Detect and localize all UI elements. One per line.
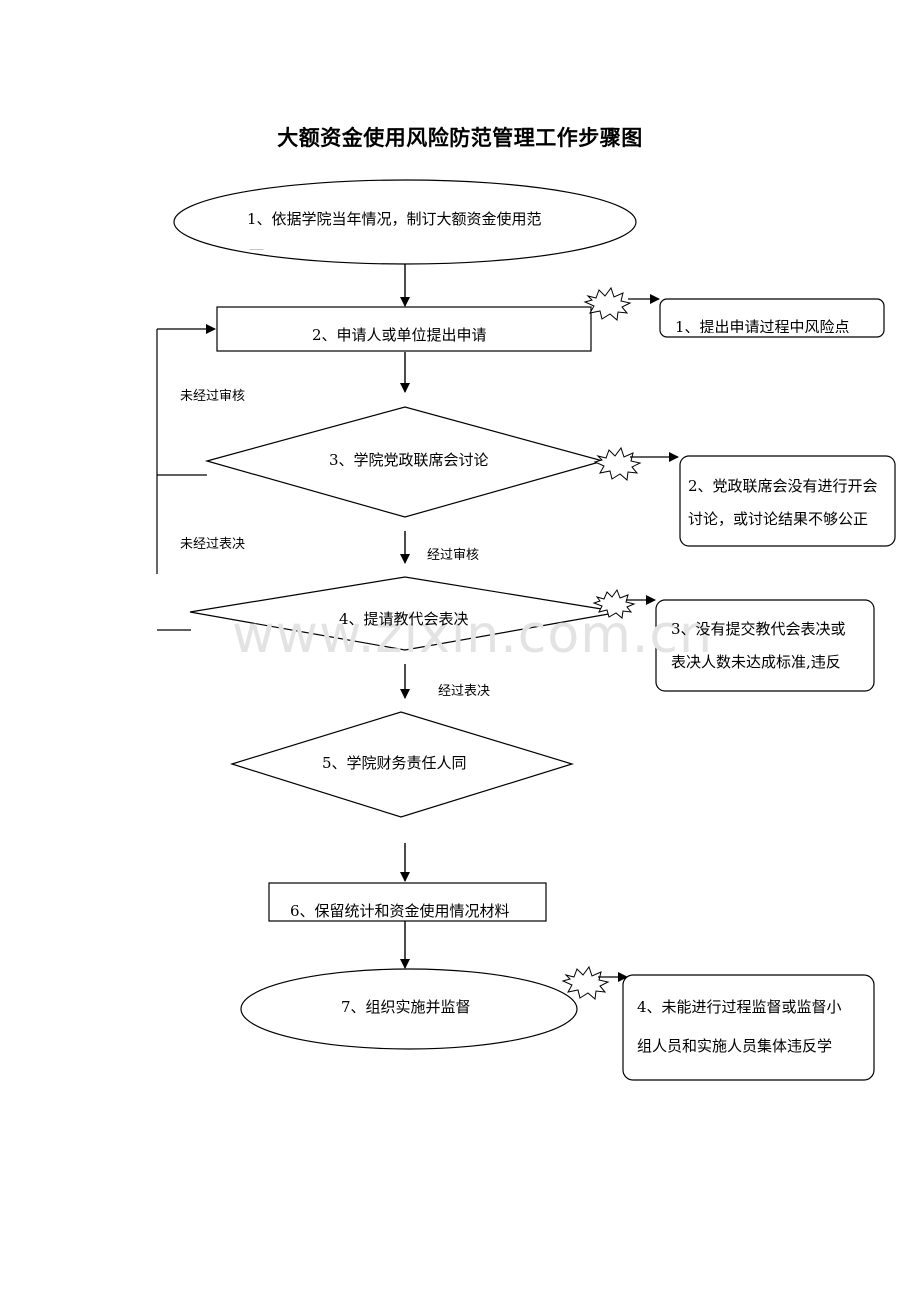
risk3-text: 3、没有提交教代会表决或 表决人数未达成标准,违反 [671, 613, 871, 683]
edge-label-not-voted: 未经过表决 [180, 537, 246, 549]
step5-label: 5、学院财务责任人同 [322, 754, 467, 772]
risk4-line2: 组人员和实施人员集体违反学 [637, 1037, 833, 1055]
risk-burst-2 [593, 446, 642, 481]
risk-burst-4 [561, 965, 610, 1000]
risk-burst-3 [592, 588, 636, 619]
risk3-line2: 表决人数未达成标准,违反 [671, 653, 841, 671]
risk-box-1 [659, 298, 885, 338]
risk-box-3 [655, 599, 875, 692]
step3-label: 3、学院党政联席会讨论 [329, 451, 489, 469]
step1-label: 1、依据学院当年情况，制订大额资金使用范 [247, 210, 542, 228]
step4-label: 4、提请教代会表决 [339, 610, 469, 628]
risk2-line2: 讨论，或讨论结果不够公正 [688, 510, 869, 528]
risk-box-2 [679, 455, 896, 547]
watermark: www.zixin.com.cn [232, 605, 713, 665]
risk4-text: 4、未能进行过程监督或监督小 组人员和实施人员集体违反学 [637, 991, 869, 1067]
page-title: 大额资金使用风险防范管理工作步骤图 [277, 125, 643, 150]
step6-label: 6、保留统计和资金使用情况材料 [290, 902, 510, 920]
step2-box [216, 306, 592, 352]
risk2-line1: 2、党政联席会没有进行开会 [688, 477, 878, 495]
step7-ellipse [240, 968, 578, 1050]
edge-label-voted: 经过表决 [438, 684, 491, 696]
risk-box-4 [622, 974, 875, 1081]
risk4-line1: 4、未能进行过程监督或监督小 [637, 998, 842, 1016]
step1-label-cut: 一 [249, 240, 264, 250]
edge-label-not-reviewed: 未经过审核 [180, 389, 246, 401]
step5-diamond [229, 711, 575, 818]
step2-label: 2、申请人或单位提出申请 [312, 326, 487, 344]
risk3-line1: 3、没有提交教代会表决或 [671, 620, 846, 638]
risk2-text: 2、党政联席会没有进行开会 讨论，或讨论结果不够公正 [688, 470, 893, 540]
step6-box [268, 882, 547, 922]
step7-label: 7、组织实施并监督 [341, 998, 471, 1016]
risk1-text: 1、提出申请过程中风险点 [675, 318, 850, 333]
edge-label-reviewed: 经过审核 [427, 548, 480, 560]
risk-burst-1 [583, 286, 632, 321]
